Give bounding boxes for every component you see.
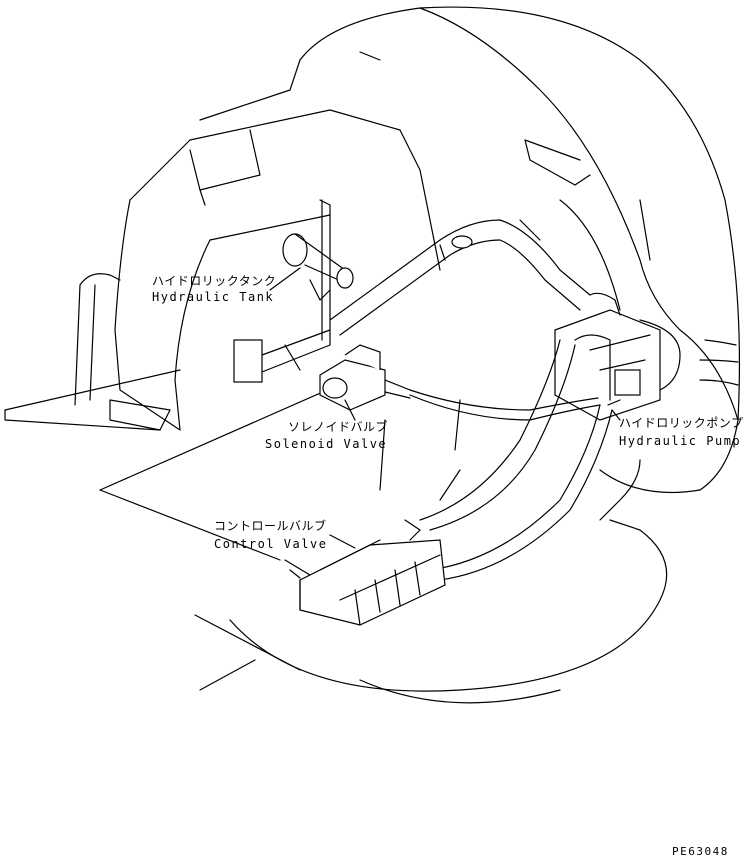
- hydraulic-pump-label-jp: ハイドロリックポンプ: [619, 416, 744, 430]
- suction-hose: [329, 219, 591, 336]
- control-valve-label-jp: コントロールバルブ: [214, 519, 327, 533]
- leader-lines: [269, 267, 621, 549]
- hydraulic-pump-label-en: Hydraulic Pump: [619, 434, 742, 448]
- pilot-hoses: [379, 339, 641, 581]
- machine-body-outline: [4, 6, 741, 704]
- hydraulic-tank: [233, 199, 354, 383]
- hydraulic-tank-label-en: Hydraulic Tank: [152, 290, 275, 304]
- control-valve-label-en: Control Valve: [214, 537, 328, 551]
- solenoid-valve-label-en: Solenoid Valve: [265, 437, 388, 451]
- hydraulic-tank-label-jp: ハイドロリックタンク: [152, 274, 277, 288]
- solenoid-valve: [319, 344, 411, 411]
- drawing-number: PE63048: [672, 845, 729, 858]
- hydraulic-pump: [554, 292, 681, 421]
- solenoid-valve-label-jp: ソレノイドバルブ: [288, 420, 389, 434]
- control-valve: [284, 519, 446, 626]
